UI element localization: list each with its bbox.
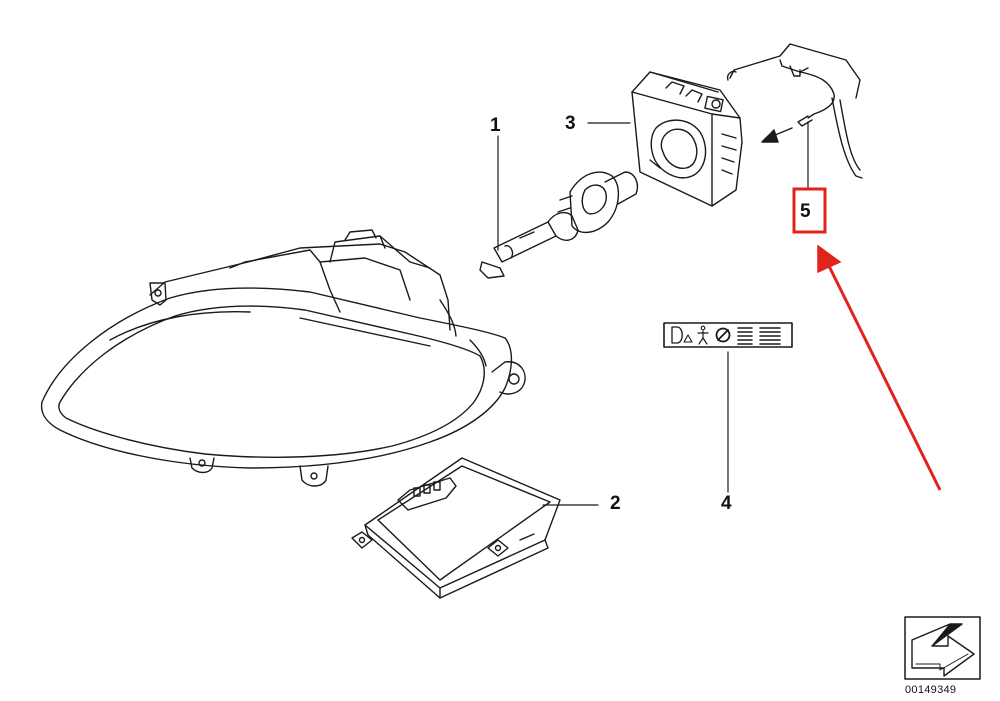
callout-4: 4 [721,493,732,514]
next-page-arrow-icon[interactable] [904,616,981,680]
warning-label-icon [663,322,793,348]
bulb-socket-icon [631,71,743,207]
catalog-number: 00149349 [905,684,957,696]
highlight-arrow-shaft [824,259,942,491]
highlight-box [792,187,827,234]
xenon-bulb-icon [479,171,639,279]
leader-lines [497,121,809,506]
callout-1: 1 [490,115,501,136]
callout-3: 3 [565,113,576,134]
callout-5: 5 [800,201,811,222]
wiring-harness-icon [726,43,863,179]
highlight-annotation [792,187,942,491]
callout-2: 2 [610,493,621,514]
direction-arrow-icon [761,127,793,143]
ballast-control-unit-icon [351,457,561,599]
headlight-housing-icon [40,229,526,487]
highlight-arrow-head [817,244,842,274]
